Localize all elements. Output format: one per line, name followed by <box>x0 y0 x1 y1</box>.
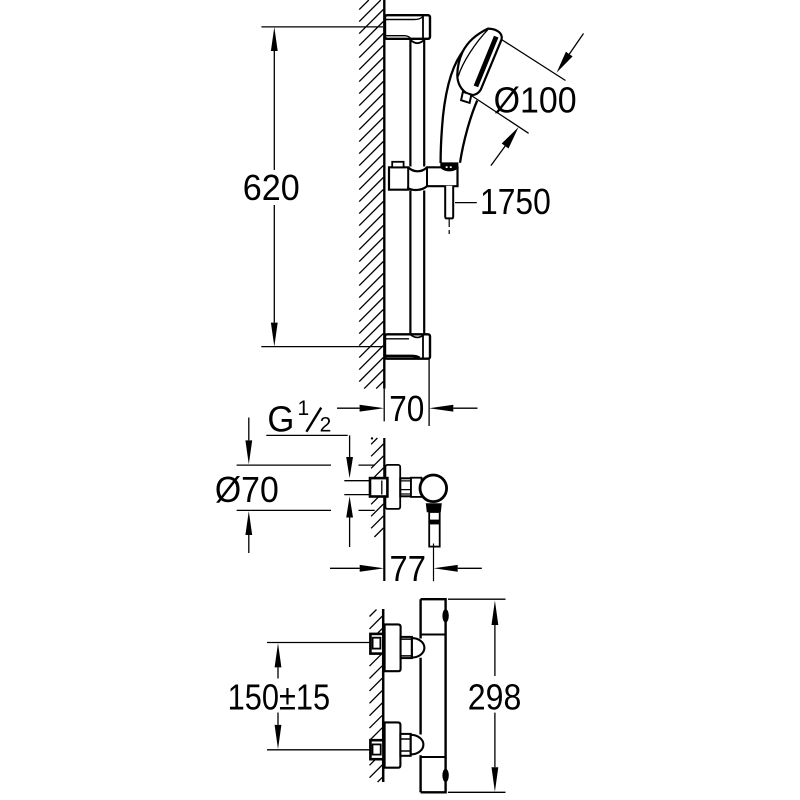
svg-text:Ø100: Ø100 <box>494 80 577 121</box>
svg-text:77: 77 <box>390 548 427 589</box>
svg-text:G: G <box>267 398 294 439</box>
svg-text:2: 2 <box>320 413 332 436</box>
svg-text:150±15: 150±15 <box>228 676 331 717</box>
svg-text:Ø70: Ø70 <box>215 469 279 510</box>
svg-text:298: 298 <box>468 676 522 717</box>
svg-text:620: 620 <box>243 167 300 208</box>
svg-text:1: 1 <box>298 397 310 420</box>
svg-text:70: 70 <box>389 388 424 429</box>
svg-text:1750: 1750 <box>480 181 551 222</box>
